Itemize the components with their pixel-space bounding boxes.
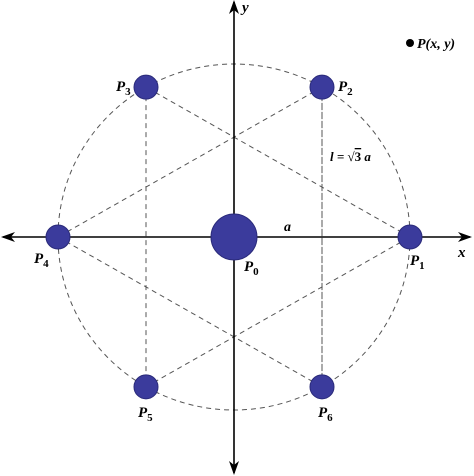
point-p4 (45, 224, 71, 250)
side-length-label: l = √3 a (330, 149, 371, 164)
point-subscript-p5: 5 (147, 412, 153, 424)
point-letter-p6: P (318, 405, 328, 421)
point-p5 (133, 374, 159, 400)
point-letter-p3: P (116, 79, 126, 95)
dashed-lines (57, 86, 411, 388)
side-length-suffix: a (361, 149, 371, 164)
point-label-p2: P2 (338, 79, 353, 98)
point-label-p1: P1 (410, 253, 425, 272)
legend-point-marker (406, 39, 414, 47)
point-letter-p5: P (138, 405, 148, 421)
x-axis-label: x (457, 245, 466, 261)
point-label-p4: P4 (34, 251, 49, 270)
point-label-p6: P6 (318, 405, 333, 424)
point-subscript-p3: 3 (125, 86, 131, 98)
point-letter-p4: P (34, 251, 44, 267)
center-point-subscript: 0 (253, 266, 259, 278)
point-p2 (309, 74, 335, 100)
dashed-line-p4-p6 (57, 236, 323, 388)
y-axis-label: y (240, 0, 249, 16)
point-label-p3: P3 (116, 79, 131, 98)
point-letter-p1: P (410, 253, 420, 269)
dashed-line-p5-p1 (145, 236, 411, 388)
center-point-label: P0 (244, 259, 259, 278)
side-length-root: √ (348, 149, 356, 164)
side-length-prefix: l = (330, 149, 348, 164)
point-label-p5: P5 (138, 405, 153, 424)
legend-label: P(x, y) (417, 37, 455, 52)
center-point-p0 (210, 213, 258, 261)
dashed-line-p1-p3 (145, 86, 411, 238)
radius-label: a (284, 220, 291, 235)
point-p1 (397, 224, 423, 250)
point-subscript-p4: 4 (43, 258, 49, 270)
point-letter-p2: P (338, 79, 348, 95)
point-p6 (309, 374, 335, 400)
point-p3 (133, 74, 159, 100)
center-point-letter: P (244, 259, 254, 275)
point-subscript-p1: 1 (419, 260, 425, 272)
dashed-line-p2-p4 (57, 86, 323, 238)
point-subscript-p6: 6 (327, 412, 333, 424)
side-length-radicand: 3 (355, 149, 362, 164)
svg-text:l = √3 a: l = √3 a (330, 149, 371, 164)
point-subscript-p2: 2 (347, 86, 353, 98)
